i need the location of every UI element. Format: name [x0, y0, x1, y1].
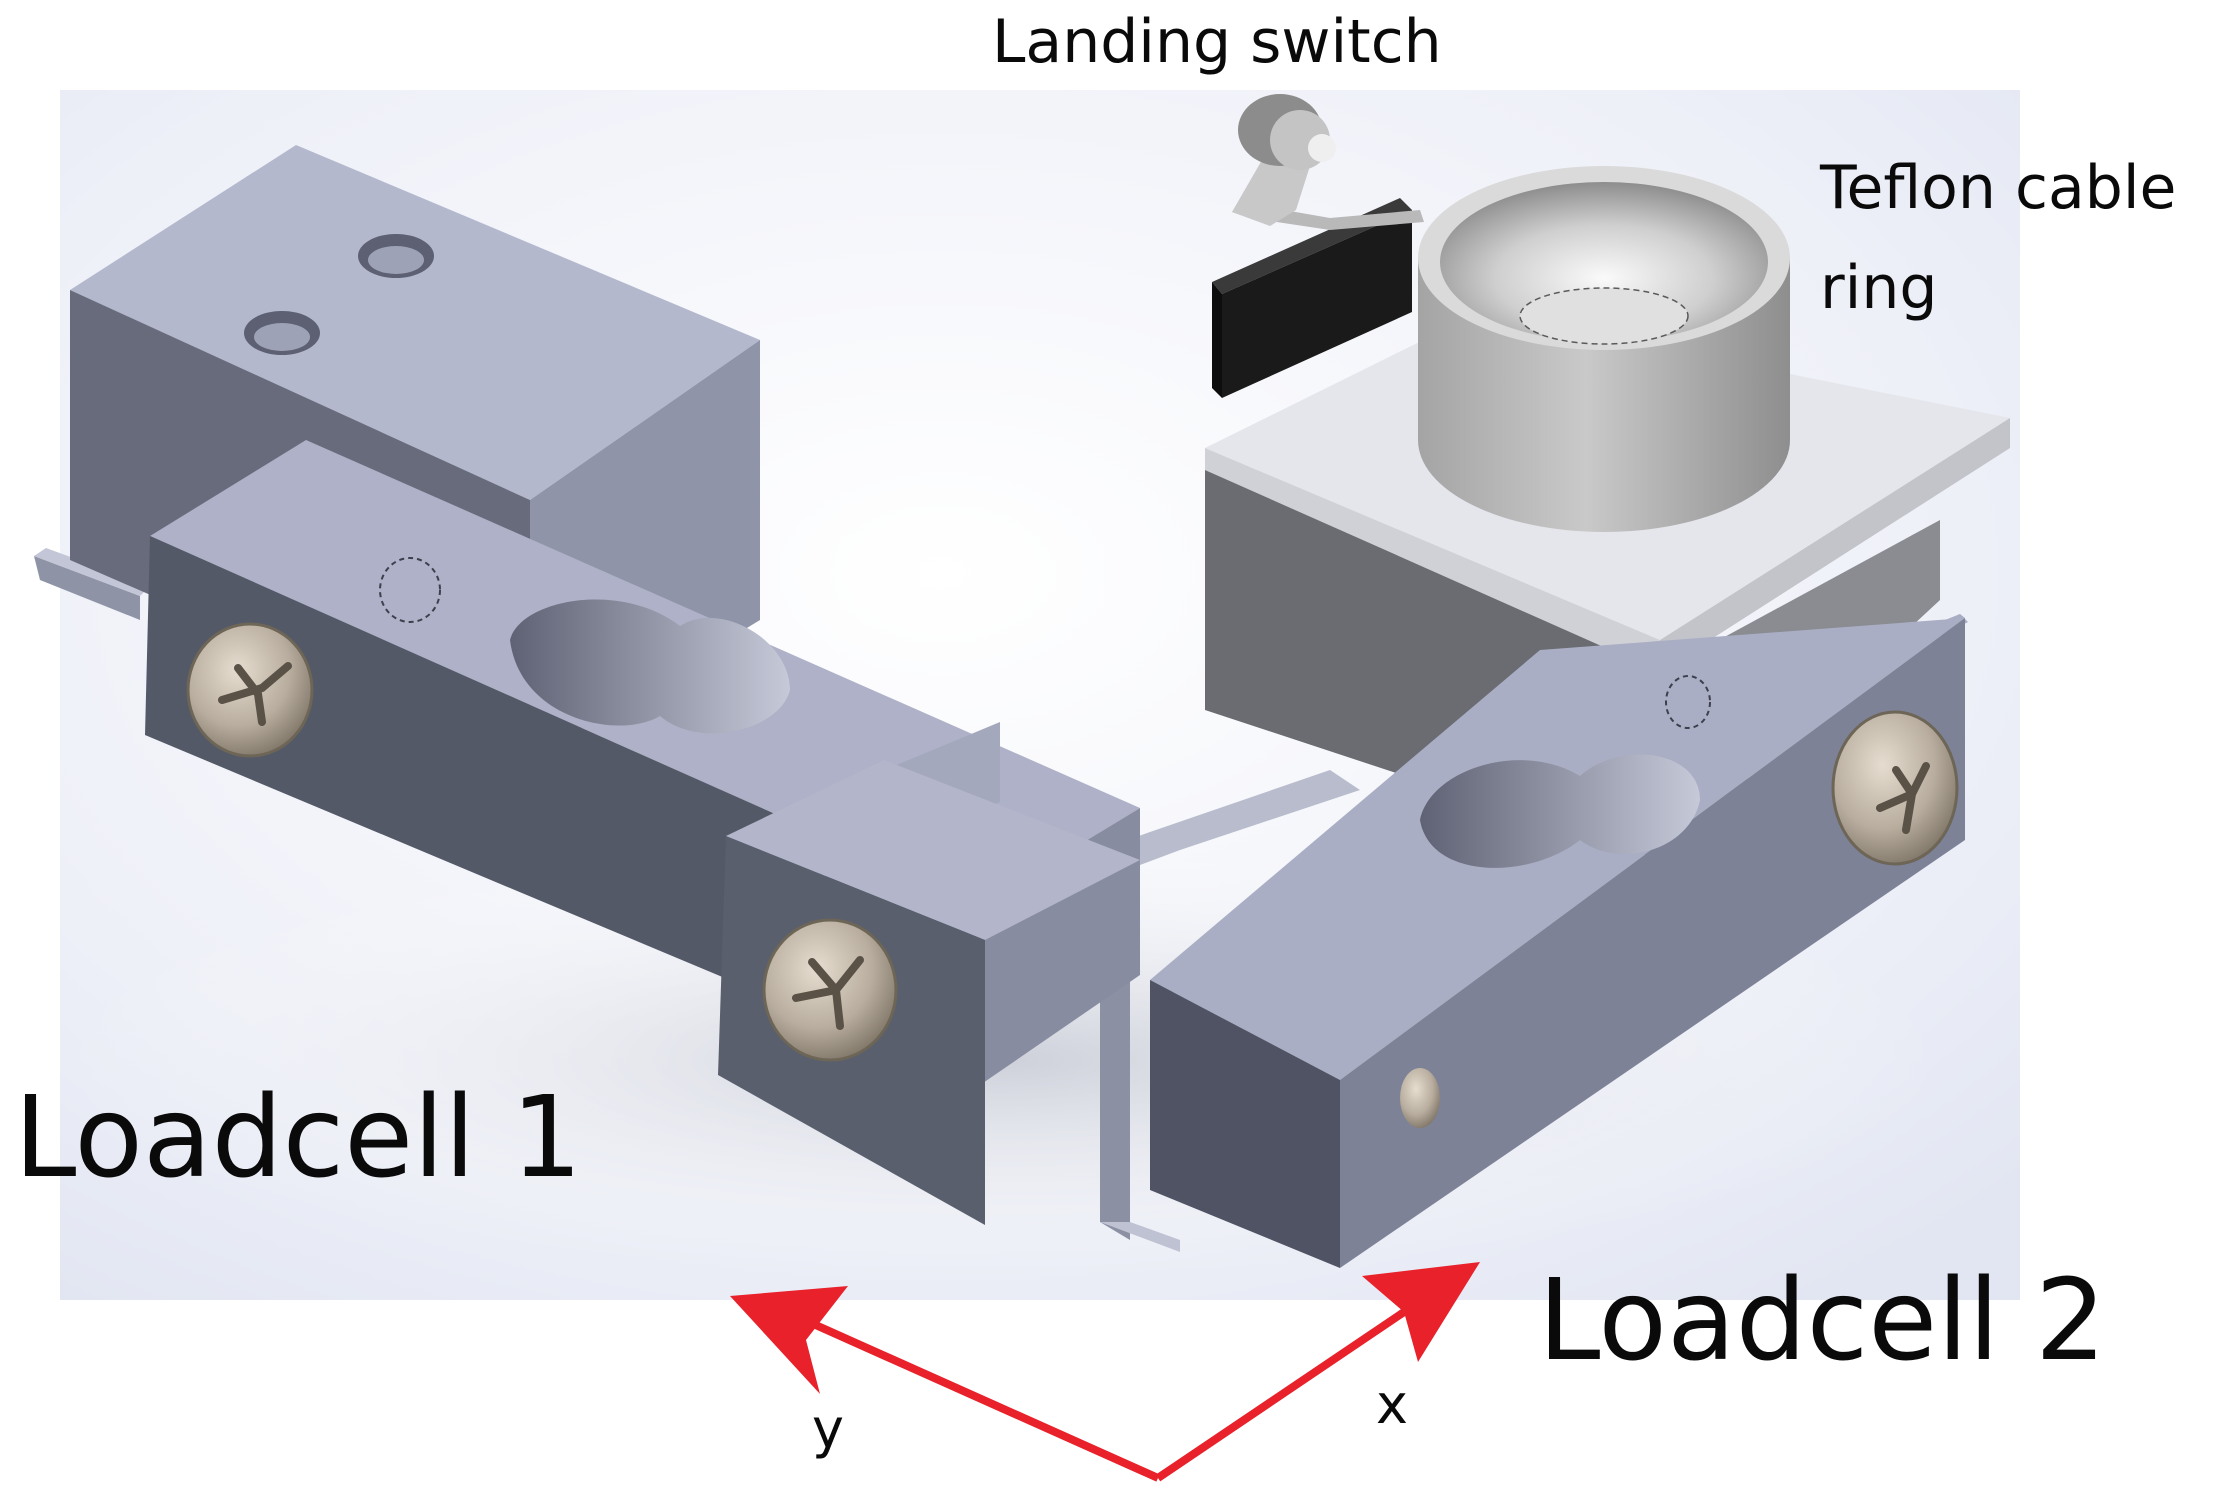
screw-head-icon [762, 918, 898, 1062]
screw-head-icon [1831, 710, 1959, 866]
axis-x-label: x [1376, 1373, 1408, 1436]
axis-x-line [1155, 1308, 1407, 1482]
loadcell-2-body [1150, 614, 1968, 1268]
pin-head [1400, 1068, 1440, 1128]
teflon-ring-label-line1: Teflon cable [1820, 153, 2177, 223]
screw-head-icon [186, 622, 314, 758]
axis-arrow-y-icon [730, 1286, 848, 1394]
teflon-ring-label-line2: ring [1820, 253, 1938, 323]
loadcell-2-label: Loadcell 2 [1538, 1256, 2107, 1386]
axis-y-label: y [812, 1397, 844, 1460]
landing-switch [1212, 94, 1424, 398]
axis-arrow-x-icon [1362, 1262, 1480, 1362]
coordinate-axes [730, 1262, 1480, 1482]
loadcell-1-label: Loadcell 1 [14, 1073, 583, 1203]
strain-gauge-hole [1420, 754, 1700, 868]
axis-y-line [798, 1314, 1160, 1482]
teflon-cable-ring [1418, 166, 1790, 532]
strain-gauge-hole [510, 599, 790, 734]
landing-switch-label: Landing switch [992, 7, 1442, 77]
